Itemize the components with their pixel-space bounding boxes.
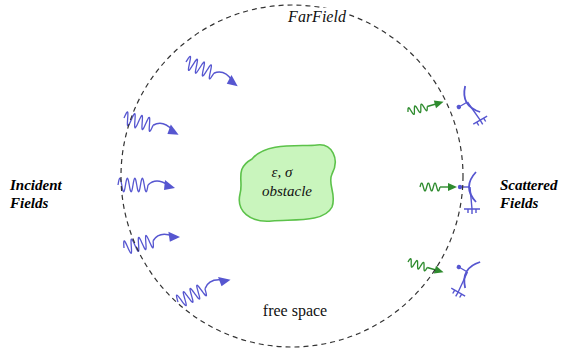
scattered-waves (407, 98, 457, 276)
wave-stroke (175, 283, 208, 308)
feed-point (456, 264, 462, 270)
dish-mount (462, 97, 489, 128)
incident-wave (183, 56, 241, 90)
feed-point (456, 104, 462, 110)
wave-stroke (122, 234, 154, 254)
dish-mount (464, 187, 480, 214)
wave-arrowhead (164, 180, 175, 190)
dish-mount (449, 269, 476, 300)
scattered-wave (407, 258, 445, 276)
wave-arrowhead (167, 229, 180, 241)
region-label: free space (260, 302, 330, 320)
wave-stroke (407, 103, 428, 116)
obstacle-shape: ε, σobstacle (232, 139, 342, 225)
incident-wave (122, 228, 181, 255)
incident-fields-label: Incident Fields (10, 176, 100, 212)
obstacle-blob (232, 139, 342, 225)
incident-waves (118, 56, 241, 308)
receiver-antennas (443, 84, 489, 300)
dish-reflector (459, 86, 480, 115)
obstacle-label: obstacle (262, 182, 312, 201)
wave-arrowhead (434, 98, 445, 108)
scattered-wave (420, 183, 457, 191)
antenna-dish (458, 172, 480, 214)
wave-arrowhead (167, 124, 180, 136)
wave-arrowhead (448, 183, 457, 191)
region-title: FarField (285, 8, 349, 26)
material-parameters: ε, σ (272, 163, 293, 182)
scattered-wave (407, 98, 445, 116)
wave-arrowhead (227, 75, 241, 88)
incident-wave (118, 178, 175, 192)
wave-stroke (420, 183, 440, 191)
incident-wave (175, 271, 232, 308)
farfield-region: FarField free space ε, σobstacle (120, 4, 464, 348)
feed-point (458, 185, 462, 189)
wave-stroke (407, 258, 428, 271)
wave-arrowhead (434, 266, 445, 276)
incident-wave (122, 111, 181, 138)
farfield-boundary (121, 5, 463, 347)
antenna-dish (443, 253, 483, 300)
wave-stroke (122, 111, 154, 131)
wave-stroke (118, 178, 148, 192)
obstacle-outline (239, 145, 335, 221)
scattered-fields-label: Scattered Fields (500, 176, 572, 212)
wave-arrowhead (217, 273, 231, 287)
wave-stroke (183, 56, 216, 80)
